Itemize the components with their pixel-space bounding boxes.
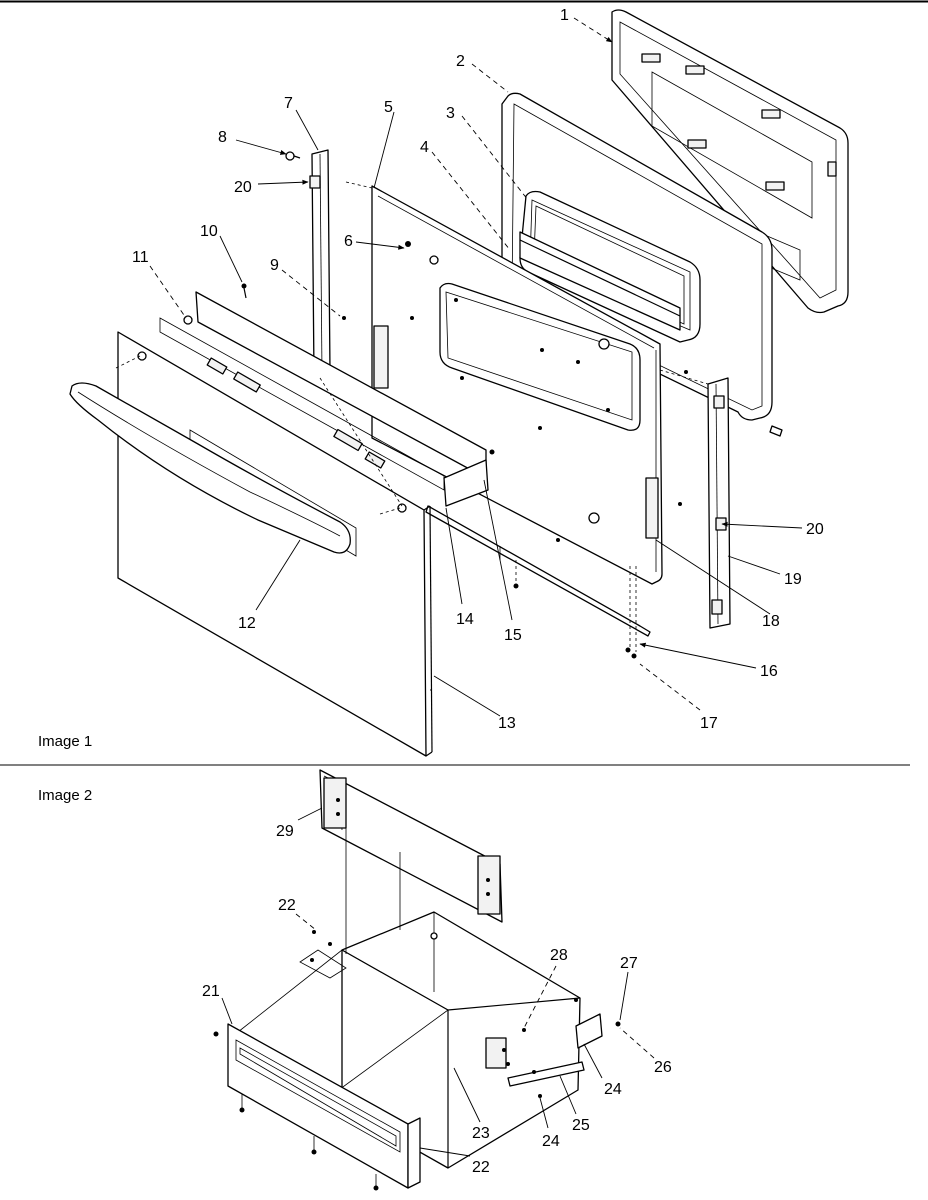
callout-7: 7: [284, 95, 293, 112]
callout-28: 28: [550, 947, 568, 964]
callout-26: 26: [654, 1059, 672, 1076]
callout-3: 3: [446, 105, 455, 122]
callout-15: 15: [504, 627, 522, 644]
callout-23: 23: [472, 1125, 490, 1142]
part-25-drawer-slide: [507, 1013, 603, 1087]
callout-11: 11: [132, 249, 149, 266]
callout-24-right: 24: [604, 1081, 622, 1098]
callout-4: 4: [420, 139, 429, 156]
part-12-door-handle: [69, 382, 351, 554]
callout-1: 1: [560, 7, 569, 24]
storage-drawer-assembly: Image 2: [38, 769, 672, 1191]
callout-8: 8: [218, 129, 227, 146]
callout-2: 2: [456, 53, 465, 70]
image-2-title: Image 2: [38, 787, 92, 804]
callout-22-top: 22: [278, 897, 296, 914]
alignment-lines: [115, 181, 709, 652]
callout-20-right: 20: [806, 521, 824, 538]
callout-12: 12: [238, 615, 256, 632]
callout-17: 17: [700, 715, 718, 732]
part-21-drawer-front: [227, 1023, 421, 1189]
callout-10: 10: [200, 223, 218, 240]
callout-29: 29: [276, 823, 294, 840]
callout-24-bottom: 24: [542, 1133, 560, 1150]
callout-18: 18: [762, 613, 780, 630]
callout-9: 9: [270, 257, 279, 274]
callout-21: 21: [202, 983, 220, 1000]
oven-door-assembly: 1 2 3 4 5 6 7 8 9 10 11 12 13 14 15 16 1…: [38, 7, 849, 757]
part-19-right-side-trim: [707, 377, 731, 629]
hardware-screws: [183, 151, 783, 659]
callout-14: 14: [456, 611, 474, 628]
part-1-door-liner: [607, 9, 849, 314]
drawer-leader-lines: [221, 807, 655, 1157]
part-5-inner-door-panel: [371, 185, 663, 585]
callout-19: 19: [784, 571, 802, 588]
callout-16: 16: [760, 663, 778, 680]
part-7-left-side-trim: [309, 149, 331, 377]
image-1-title: Image 1: [38, 733, 92, 750]
drawer-hardware: [213, 930, 621, 1191]
callout-27: 27: [620, 955, 638, 972]
part-16-bottom-channel: [425, 505, 651, 637]
callout-6: 6: [344, 233, 353, 250]
callout-13: 13: [498, 715, 516, 732]
leader-lines: [149, 17, 803, 717]
part-14-door-vent-trim: [159, 291, 489, 507]
callout-5: 5: [384, 99, 393, 116]
callout-22-bottom: 22: [472, 1159, 490, 1176]
callout-25: 25: [572, 1117, 590, 1134]
callout-20-left: 20: [234, 179, 252, 196]
part-4-outer-window-glass: [519, 231, 681, 331]
part-29-drawer-back: [319, 769, 503, 923]
